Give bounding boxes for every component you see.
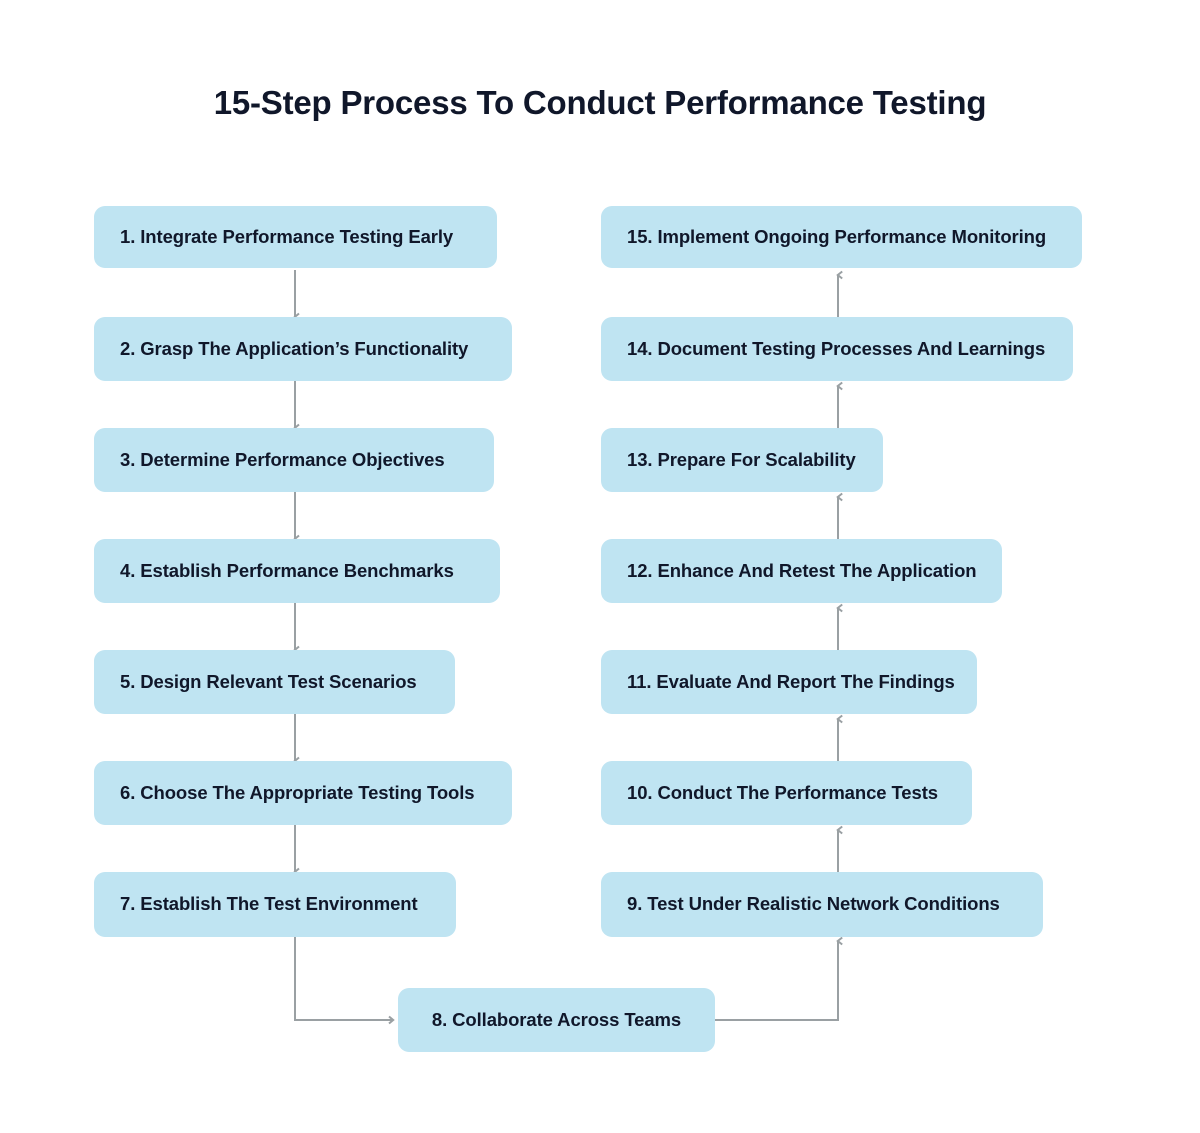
step-node-2[interactable]: 2. Grasp The Application’s Functionality [94,317,512,381]
step-node-15[interactable]: 15. Implement Ongoing Performance Monito… [601,206,1082,268]
page-title: 15-Step Process To Conduct Performance T… [213,84,987,121]
step-label-10: 10. Conduct The Performance Tests [627,781,938,803]
step-label-12: 12. Enhance And Retest The Application [627,559,977,581]
step-node-5[interactable]: 5. Design Relevant Test Scenarios [94,650,455,714]
step-label-15: 15. Implement Ongoing Performance Monito… [627,225,1047,247]
step-label-13: 13. Prepare For Scalability [627,448,856,470]
step-node-7[interactable]: 7. Establish The Test Environment [94,872,456,937]
step-node-10[interactable]: 10. Conduct The Performance Tests [601,761,972,825]
step-node-12[interactable]: 12. Enhance And Retest The Application [601,539,1002,603]
step-node-9[interactable]: 9. Test Under Realistic Network Conditio… [601,872,1043,937]
step-label-2: 2. Grasp The Application’s Functionality [120,337,469,359]
step-label-1: 1. Integrate Performance Testing Early [120,225,454,247]
step-label-6: 6. Choose The Appropriate Testing Tools [120,781,475,803]
step-label-9: 9. Test Under Realistic Network Conditio… [627,893,1000,915]
connector-8-to-9 [715,936,843,1021]
step-label-11: 11. Evaluate And Report The Findings [627,670,955,692]
step-label-7: 7. Establish The Test Environment [120,893,418,915]
connector-7-to-8 [294,937,395,1025]
step-node-4[interactable]: 4. Establish Performance Benchmarks [94,539,500,603]
step-label-14: 14. Document Testing Processes And Learn… [627,337,1046,359]
step-label-3: 3. Determine Performance Objectives [120,448,445,470]
step-node-1[interactable]: 1. Integrate Performance Testing Early [94,206,497,268]
step-node-14[interactable]: 14. Document Testing Processes And Learn… [601,317,1073,381]
step-node-3[interactable]: 3. Determine Performance Objectives [94,428,494,492]
step-node-8[interactable]: 8. Collaborate Across Teams [398,988,715,1052]
step-label-4: 4. Establish Performance Benchmarks [120,559,454,581]
step-node-6[interactable]: 6. Choose The Appropriate Testing Tools [94,761,512,825]
step-node-13[interactable]: 13. Prepare For Scalability [601,428,883,492]
step-label-5: 5. Design Relevant Test Scenarios [120,670,417,692]
step-node-11[interactable]: 11. Evaluate And Report The Findings [601,650,977,714]
step-label-8: 8. Collaborate Across Teams [431,1008,682,1030]
